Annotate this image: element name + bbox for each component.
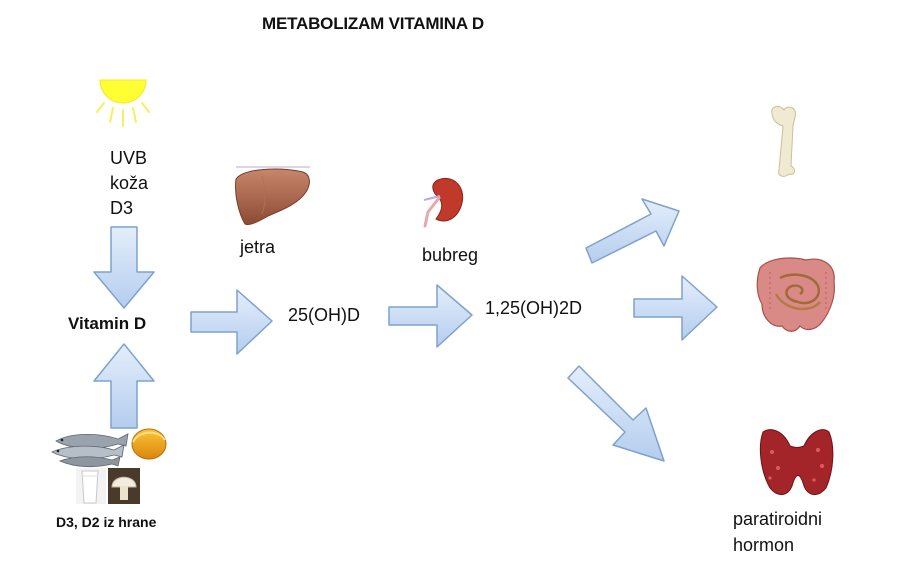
pth-line-1: paratiroidni [733,509,823,529]
thyroid-icon [759,429,834,495]
arrow-25ohd-to-125oh2d [388,284,473,348]
kidney-label: bubreg [422,245,479,265]
kidney-icon [423,178,464,228]
d3-line: D3 [110,198,134,218]
milk-icon [76,468,106,504]
uvb-skin-source: UVB koža D3 [110,146,148,221]
arrow-to-parathyroid [567,365,665,462]
diagram-title: METABOLIZAM VITAMINA D [262,14,484,33]
sun-icon [96,79,150,127]
arrow-vitamin-d-to-25ohd [190,289,273,355]
arrow-food-to-vitamin-d [93,343,155,429]
arrow-to-intestine [633,275,718,341]
mushroom-icon [108,468,140,504]
uvb-line: UVB [110,148,148,168]
fish-icon [51,433,129,468]
arrow-to-bone [585,198,680,264]
intestine-icon [756,257,835,332]
pth-line-2: hormon [733,535,795,555]
egg-yolk-icon [131,428,167,460]
liver-label: jetra [240,237,276,257]
liver-icon [235,166,310,225]
metabolite-25ohd-label: 25(OH)D [288,305,361,325]
arrow-uvb-to-vitamin-d [93,226,155,309]
skin-line: koža [110,173,149,193]
parathyroid-hormone-label: paratiroidni hormon [733,506,822,558]
bone-icon [771,105,797,177]
vitamin-d-label: Vitamin D [68,314,147,333]
metabolite-125oh2d-label: 1,25(OH)2D [485,298,583,318]
food-source-label: D3, D2 iz hrane [56,514,157,530]
